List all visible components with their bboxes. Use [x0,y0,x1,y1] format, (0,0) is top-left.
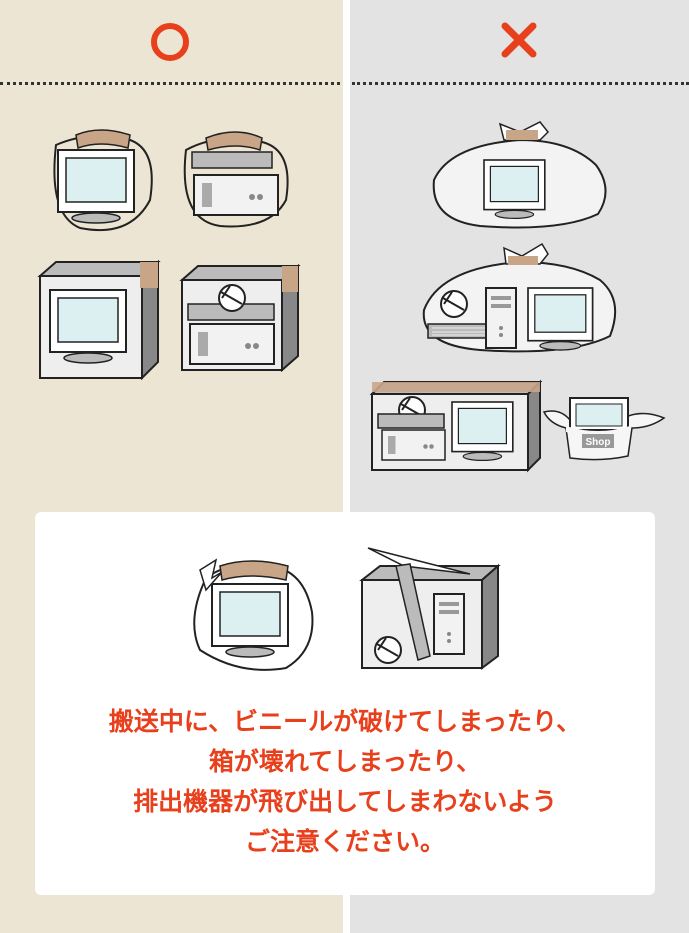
ok-circle-icon [151,23,189,61]
bag-pc-set-illustration [422,242,617,353]
notice-line: ご注意ください。 [244,827,445,856]
bag-monitor-illustration [432,121,607,229]
overloaded-box-illustration [369,379,543,473]
broken-box-illustration [359,547,501,670]
boxed-monitor-illustration [37,259,161,381]
torn-wrap-illustration [193,558,314,671]
notice-line: 搬送中に、ビニールが破けてしまったり、 [108,707,582,736]
divider-left [0,82,340,85]
wrapped-monitor-illustration [53,129,153,232]
shop-bag-illustration: Shop [542,397,666,461]
shop-bag-label: Shop [586,437,611,448]
boxed-desktop-illustration [179,263,301,373]
notice-line: 排出機器が飛び出してしまわないよう [133,787,557,816]
notice-card: 搬送中に、ビニールが破けてしまったり、 箱が壊れてしまったり、 排出機器が飛び出… [35,512,655,895]
damage-illustrations [193,547,501,671]
notice-text: 搬送中に、ビニールが破けてしまったり、 箱が壊れてしまったり、 排出機器が飛び出… [35,702,655,862]
wrapped-desktop-illustration [183,131,289,228]
divider-right [352,82,689,85]
ng-cross-icon [501,22,537,58]
notice-line: 箱が壊れてしまったり、 [208,747,482,776]
